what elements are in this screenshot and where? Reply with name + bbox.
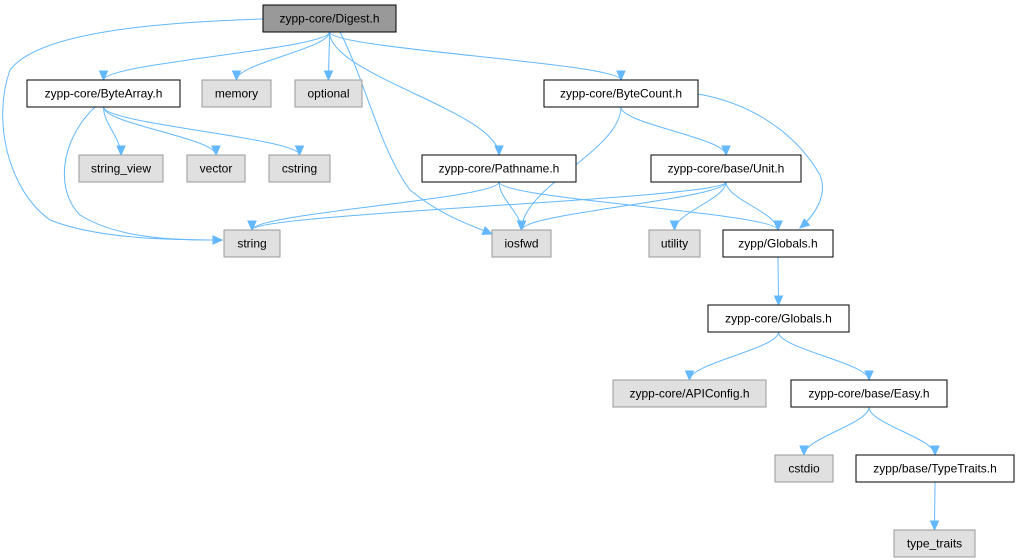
edge-cglobals-to-apiconfig — [684, 331, 779, 382]
node-unit[interactable]: zypp-core/base/Unit.h — [650, 154, 802, 183]
svg-text:cstdio: cstdio — [788, 462, 820, 476]
edge-unit-to-zglobals — [725, 181, 783, 232]
edge-unit-to-iosfwd — [516, 181, 727, 232]
node-pathname[interactable]: zypp-core/Pathname.h — [421, 154, 577, 183]
node-iosfwd: iosfwd — [491, 229, 552, 258]
node-optional: optional — [294, 79, 363, 108]
edge-easy-to-typetraits — [868, 406, 940, 457]
svg-text:zypp-core/Digest.h: zypp-core/Digest.h — [279, 12, 379, 26]
edge-bytearray-to-string — [63, 106, 224, 245]
svg-text:zypp/Globals.h: zypp/Globals.h — [738, 237, 817, 251]
edge-bytecount-to-unit — [620, 106, 731, 157]
node-digest[interactable]: zypp-core/Digest.h — [262, 4, 397, 33]
edges-layer — [2, 18, 940, 532]
node-easy[interactable]: zypp-core/base/Easy.h — [790, 379, 948, 408]
node-cstring: cstring — [268, 154, 331, 183]
edge-zglobals-to-cglobals — [773, 256, 784, 307]
edge-digest-to-memory — [231, 31, 330, 82]
node-typetraits[interactable]: zypp/base/TypeTraits.h — [855, 454, 1015, 483]
node-core-globals[interactable]: zypp-core/Globals.h — [707, 304, 850, 333]
edge-typetraits-to-type_traits — [929, 481, 940, 532]
svg-text:zypp-core/Globals.h: zypp-core/Globals.h — [725, 312, 832, 326]
node-string: string — [223, 229, 281, 258]
edge-pathname-to-string — [247, 181, 500, 232]
edge-digest-to-bytecount — [329, 31, 626, 82]
node-memory: memory — [201, 79, 272, 108]
edge-unit-to-string — [247, 181, 727, 232]
node-string-view: string_view — [78, 154, 164, 183]
edge-digest-to-string — [2, 18, 264, 245]
svg-text:vector: vector — [200, 162, 233, 176]
svg-text:optional: optional — [307, 87, 349, 101]
edge-bytecount-to-zglobals — [697, 93, 823, 229]
svg-text:zypp-core/ByteArray.h: zypp-core/ByteArray.h — [45, 87, 163, 101]
node-apiconfig: zypp-core/APIConfig.h — [612, 379, 767, 408]
edge-bytearray-to-vector — [103, 106, 221, 157]
edge-digest-to-optional — [323, 31, 334, 82]
svg-text:string: string — [237, 237, 266, 251]
svg-text:zypp-core/Pathname.h: zypp-core/Pathname.h — [439, 162, 560, 176]
edge-digest-to-bytearray — [98, 31, 330, 82]
svg-text:zypp-core/APIConfig.h: zypp-core/APIConfig.h — [629, 387, 749, 401]
edge-bytearray-to-string_view — [103, 106, 126, 157]
svg-text:zypp-core/base/Unit.h: zypp-core/base/Unit.h — [668, 162, 785, 176]
svg-text:zypp/base/TypeTraits.h: zypp/base/TypeTraits.h — [873, 462, 997, 476]
node-type-traits: type_traits — [893, 529, 976, 558]
nodes-layer: zypp-core/Digest.h zypp-core/ByteArray.h… — [26, 4, 1015, 558]
edge-unit-to-utility — [669, 181, 727, 232]
svg-text:utility: utility — [661, 237, 688, 251]
svg-text:cstring: cstring — [282, 162, 317, 176]
edge-easy-to-cstdio — [799, 406, 870, 457]
edge-cglobals-to-easy — [778, 331, 874, 382]
edge-digest-to-pathname — [329, 31, 504, 157]
edge-pathname-to-zglobals — [498, 181, 783, 232]
node-bytecount[interactable]: zypp-core/ByteCount.h — [543, 79, 699, 108]
svg-text:iosfwd: iosfwd — [504, 237, 538, 251]
svg-text:type_traits: type_traits — [907, 537, 962, 551]
node-utility: utility — [648, 229, 701, 258]
node-cstdio: cstdio — [774, 454, 834, 483]
svg-text:string_view: string_view — [91, 162, 151, 176]
svg-text:zypp-core/base/Easy.h: zypp-core/base/Easy.h — [808, 387, 929, 401]
edge-bytearray-to-cstring — [103, 106, 305, 157]
svg-text:memory: memory — [215, 87, 258, 101]
node-zypp-globals[interactable]: zypp/Globals.h — [722, 229, 834, 258]
svg-text:zypp-core/ByteCount.h: zypp-core/ByteCount.h — [560, 87, 682, 101]
edge-digest-to-iosfwd — [339, 31, 494, 235]
node-vector: vector — [186, 154, 246, 183]
node-bytearray[interactable]: zypp-core/ByteArray.h — [26, 79, 181, 108]
